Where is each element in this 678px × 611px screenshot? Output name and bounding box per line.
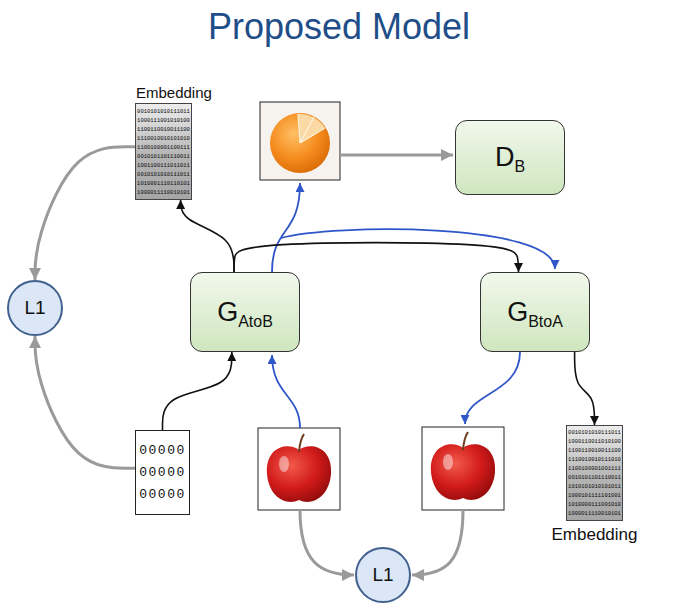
diagram-title: Proposed Model [0, 6, 678, 48]
discriminator-box: DB [455, 120, 565, 195]
digit-grid: 0010101010111011 1000110011010100 110011… [568, 428, 621, 518]
connector-arrow [575, 352, 595, 425]
zero-matrix: 00000 00000 00000 [135, 430, 190, 515]
connector-arrow [35, 147, 135, 280]
symbol-subscript: B [514, 158, 525, 175]
generator-box: GAtoB [190, 272, 300, 352]
blue-wire [465, 352, 520, 424]
gray-wire [412, 510, 463, 575]
loss-circle: L1 [7, 280, 63, 336]
gray-wire [340, 154, 453, 157]
symbol-subscript: AtoB [238, 313, 273, 330]
apple-picture [422, 427, 504, 510]
symbol-letter: G [217, 297, 238, 327]
connector-arrow [35, 336, 135, 468]
zero-digits: 00000 00000 00000 [138, 440, 187, 506]
node-text: DB [495, 144, 525, 171]
blue-wire [272, 355, 300, 428]
node-text: L1 [24, 297, 45, 319]
embedding-label: Embedding [136, 84, 212, 101]
embedding-image: 0010101010111011 1000110011010100 110011… [566, 425, 623, 521]
digit-grid: 0010101010111011 1000111001010100 110011… [137, 107, 190, 197]
node-text: GAtoB [217, 299, 273, 326]
loss-circle: L1 [355, 547, 411, 603]
node-text: L1 [372, 564, 393, 586]
connector-arrow [163, 352, 232, 430]
apple-picture [258, 428, 340, 510]
gray-wire [300, 510, 354, 575]
generator-box: GBtoA [480, 272, 590, 352]
connector-arrow [181, 200, 234, 272]
symbol-subscript: BtoA [528, 313, 563, 330]
embedding-label: Embedding [551, 525, 637, 545]
blue-wire [272, 183, 300, 272]
orange-picture [260, 102, 340, 180]
blue-wire [281, 229, 555, 269]
symbol-letter: D [495, 142, 515, 172]
symbol-letter: G [507, 297, 528, 327]
embedding-image: Embedding0010101010111011 10001110010101… [135, 103, 192, 200]
node-text: GBtoA [507, 299, 563, 326]
connector-arrow [234, 243, 519, 272]
